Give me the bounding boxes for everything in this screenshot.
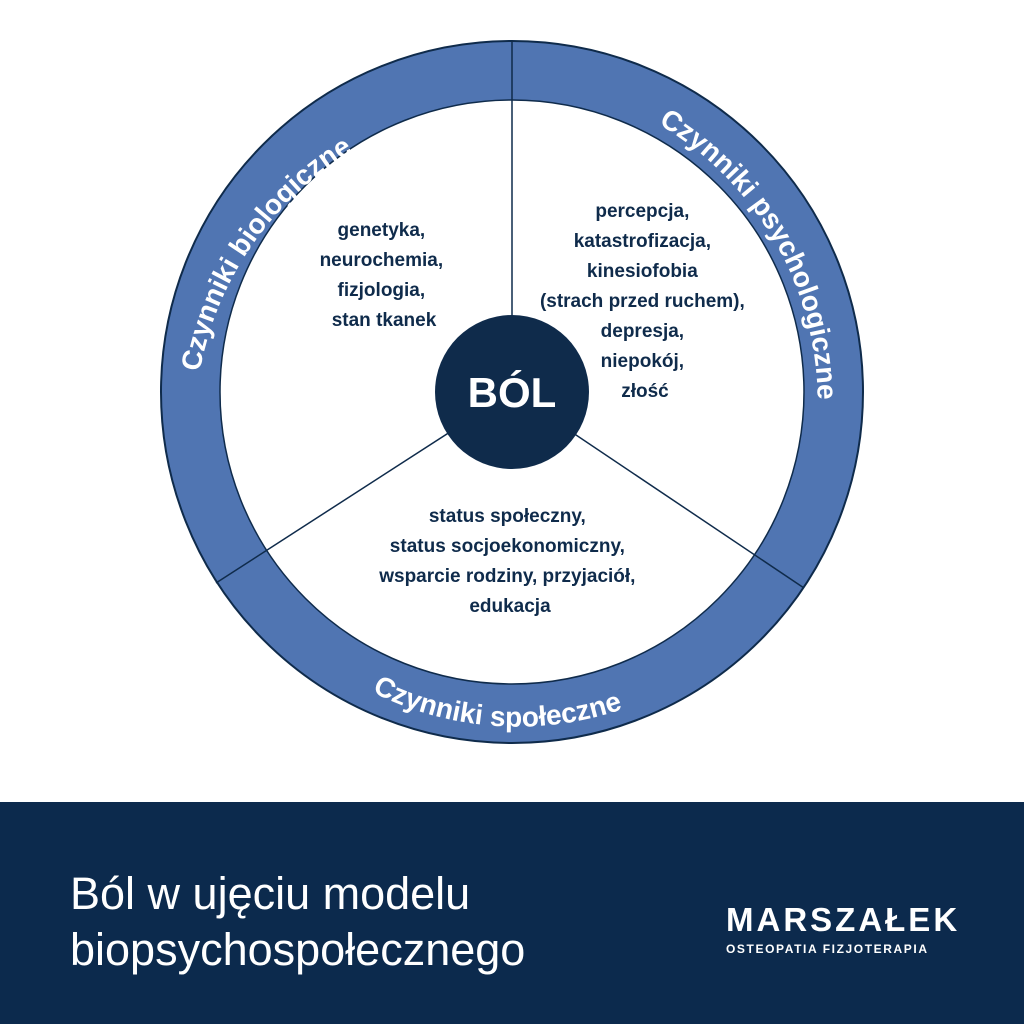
social-factors-list: status społeczny, status socjoekonomiczn…: [378, 506, 641, 617]
psychological-item: niepokój,: [601, 351, 684, 372]
footer-banner: [0, 802, 1024, 1024]
caption-title: Ból w ujęciu modelu biopsychospołecznego: [70, 866, 525, 978]
psychological-item: percepcja,: [595, 201, 689, 222]
biopsychosocial-diagram: Czynniki biologiczne Czynniki psychologi…: [160, 40, 864, 744]
biological-item: neurochemia,: [320, 250, 444, 271]
brand-logo: MARSZAŁEK OSTEOPATIA FIZJOTERAPIA: [726, 901, 962, 957]
caption-line: Ból w ujęciu modelu: [70, 868, 471, 919]
psychological-factors-list: percepcja, katastrofizacja, kinesiofobia…: [540, 201, 750, 402]
social-item: status socjoekonomiczny,: [390, 536, 625, 557]
psychological-item: kinesiofobia: [587, 261, 698, 282]
center-circle: [435, 315, 589, 469]
psychological-item: (strach przed ruchem),: [540, 291, 745, 312]
logo-name: MARSZAŁEK: [726, 901, 961, 938]
psychological-item: katastrofizacja,: [574, 231, 711, 252]
biological-factors-list: genetyka, neurochemia, fizjologia, stan …: [320, 220, 449, 331]
social-item: status społeczny,: [429, 506, 586, 527]
psychological-item: depresja,: [601, 321, 684, 342]
caption-line: biopsychospołecznego: [70, 924, 526, 975]
biological-item: genetyka,: [338, 220, 426, 241]
logo-tagline: OSTEOPATIA FIZJOTERAPIA: [726, 942, 929, 956]
social-item: wsparcie rodziny, przyjaciół,: [378, 566, 635, 587]
psychological-item: złość: [621, 381, 669, 402]
center-label: BÓL: [468, 368, 557, 416]
biological-item: fizjologia,: [338, 280, 426, 301]
social-item: edukacja: [469, 596, 551, 617]
biological-item: stan tkanek: [332, 310, 437, 331]
